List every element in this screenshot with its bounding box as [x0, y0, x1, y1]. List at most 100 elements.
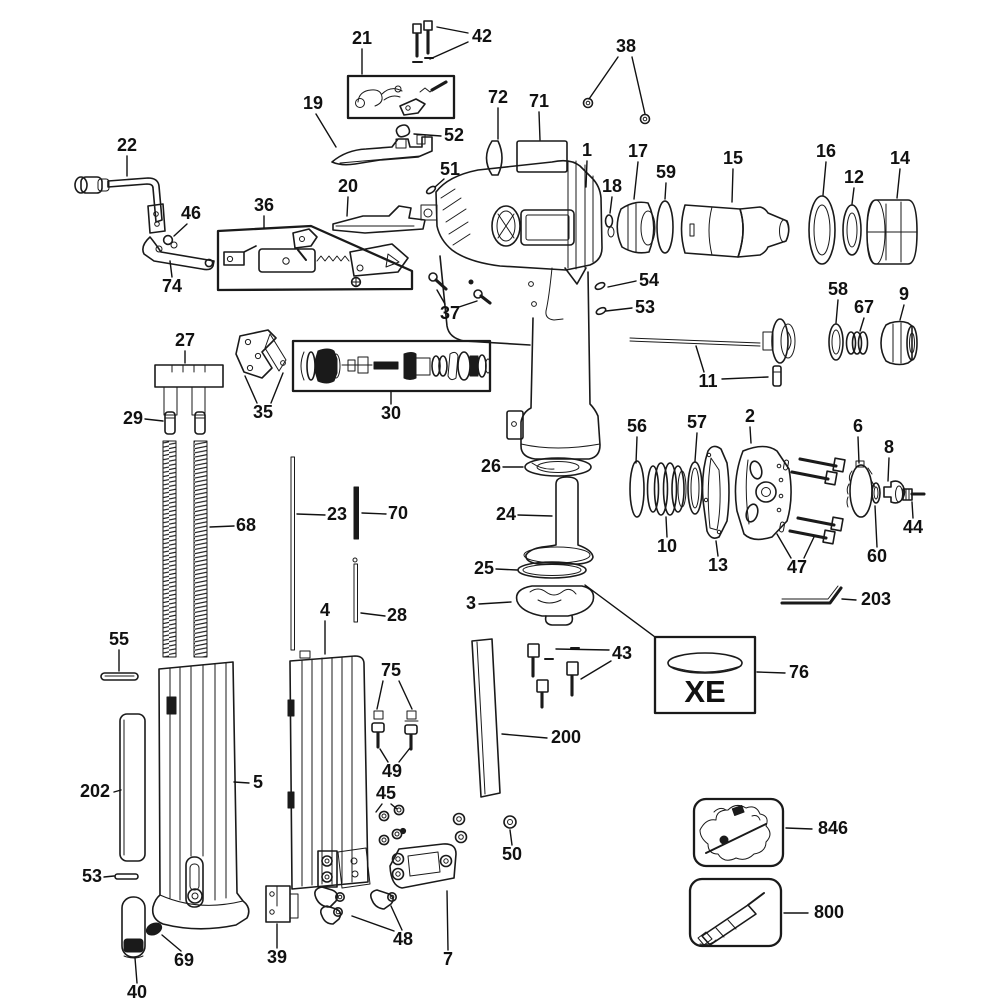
leader-line-28-52	[360, 612, 386, 617]
part-label-70-51: 70	[388, 503, 408, 523]
leader-line-54-22	[607, 280, 637, 288]
part-nut-50	[503, 815, 517, 829]
part-oring-59	[656, 200, 674, 254]
part-pin-53-top	[595, 306, 607, 316]
leader-line-53-23	[605, 307, 633, 312]
part-label-6-39: 6	[853, 416, 863, 436]
leader-line-60-45	[874, 505, 878, 548]
part-springs-68	[162, 440, 208, 658]
part-cage-14	[866, 199, 918, 265]
part-driver-24	[523, 476, 594, 565]
part-box-36	[216, 224, 414, 292]
part-arm-74	[142, 236, 215, 271]
part-strip-202	[119, 713, 146, 862]
leader-line-43-47	[555, 648, 610, 651]
part-label-11-27: 11	[698, 371, 717, 391]
part-screws-37	[428, 272, 492, 305]
part-magazine-4	[287, 650, 371, 890]
part-tube-40	[121, 896, 146, 959]
leader-line-74-20	[169, 260, 173, 278]
part-label-14-15: 14	[890, 148, 910, 168]
part-gasket-13	[701, 445, 730, 539]
part-label-52-6: 52	[444, 125, 464, 145]
part-label-53-23: 53	[635, 297, 655, 317]
leader-line-6-39	[857, 436, 860, 464]
leader-line-47-44	[776, 533, 792, 559]
leader-line-14-15	[896, 168, 901, 199]
part-link-35	[235, 329, 287, 379]
leader-line-43-47	[580, 660, 612, 680]
part-label-69-59: 69	[174, 950, 194, 970]
part-label-21-0: 21	[352, 28, 372, 48]
part-box-30	[291, 339, 492, 393]
part-nut-9	[880, 320, 918, 366]
leader-line-48-65	[390, 905, 403, 931]
part-rod-70	[353, 486, 359, 540]
part-nut-46	[162, 234, 178, 249]
leader-line-8-40	[887, 457, 890, 482]
leader-line-20-17	[346, 196, 349, 217]
leader-line-48-65	[351, 915, 395, 932]
leader-line-17-9	[633, 161, 639, 200]
leader-line-10-42	[665, 516, 668, 538]
part-label-5-57: 5	[253, 772, 263, 792]
part-label-67-25: 67	[854, 297, 874, 317]
leader-line-5-57	[233, 781, 250, 784]
part-cap-72	[485, 140, 503, 176]
leader-line-16-13	[822, 161, 827, 196]
leader-line-75-62	[398, 680, 413, 710]
part-label-74-20: 74	[162, 276, 182, 296]
part-rod-28	[352, 557, 358, 623]
part-bolts-42	[412, 20, 434, 63]
leader-line-18-10	[609, 196, 613, 214]
part-bracket-27	[154, 364, 224, 416]
leader-line-35-30	[270, 372, 284, 404]
leader-line-40-60	[134, 957, 138, 984]
part-bracket-39	[265, 885, 299, 923]
leader-line-70-51	[361, 512, 387, 515]
part-label-40-60: 40	[127, 982, 147, 1000]
part-label-43-47: 43	[612, 643, 632, 663]
part-label-26-32: 26	[481, 456, 501, 476]
part-pushers-48	[314, 886, 397, 925]
part-label-800-69: 800	[814, 902, 844, 922]
part-label-47-44: 47	[787, 557, 807, 577]
part-label-20-17: 20	[338, 176, 358, 196]
leader-line-29-29	[144, 418, 164, 422]
part-label-36-19: 36	[254, 195, 274, 215]
leader-line-1-8	[585, 160, 588, 188]
leader-line-11-27	[695, 345, 705, 373]
part-label-18-10: 18	[602, 176, 622, 196]
part-label-10-42: 10	[657, 536, 677, 556]
part-pin-54	[594, 281, 606, 291]
part-label-27-28: 27	[175, 330, 195, 350]
leader-line-45-64	[375, 803, 383, 813]
leader-line-9-26	[899, 304, 905, 321]
part-label-37-21: 37	[440, 303, 460, 323]
leader-line-51-16	[434, 178, 445, 188]
part-label-58-24: 58	[828, 279, 848, 299]
part-label-57-37: 57	[687, 412, 707, 432]
leader-line-19-3	[315, 113, 337, 148]
part-screws-43	[527, 643, 580, 709]
part-ring-26	[524, 457, 592, 477]
part-label-50-67: 50	[502, 844, 522, 864]
part-label-1-8: 1	[582, 140, 592, 160]
part-label-39-61: 39	[267, 947, 287, 967]
leader-line-56-36	[635, 436, 638, 464]
part-oring-58	[828, 323, 844, 361]
leader-line-25-34	[495, 568, 518, 571]
leader-line-49-63	[379, 748, 389, 763]
part-washers-45	[378, 804, 407, 846]
leader-line-46-18	[173, 223, 188, 237]
part-label-45-64: 45	[376, 783, 396, 803]
leader-line-49-63	[398, 747, 411, 763]
part-label-54-22: 54	[639, 270, 659, 290]
leader-line-42-1	[429, 41, 469, 60]
part-xe-box-76: XE	[584, 584, 757, 715]
part-kit-800	[688, 877, 783, 948]
leader-line-38-2	[588, 56, 619, 100]
part-cap-17	[616, 201, 656, 254]
